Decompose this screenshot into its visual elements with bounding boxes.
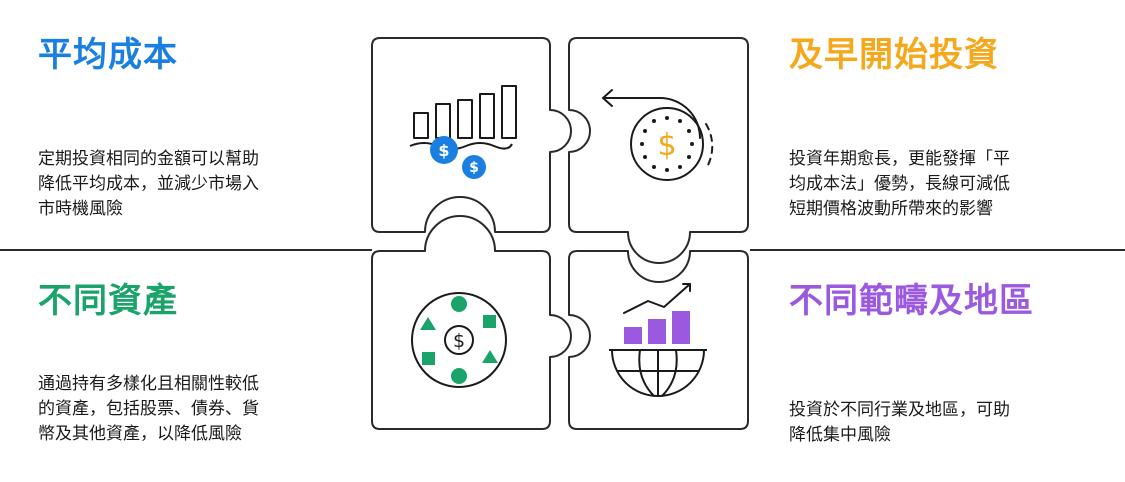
desc-line: 定期投資相同的金額可以幫助 bbox=[38, 149, 259, 169]
globe-growth-icon bbox=[609, 283, 707, 397]
clock-dots-icon bbox=[640, 116, 694, 172]
puzzle-piece-bottom-right bbox=[568, 250, 749, 430]
desc-average-cost: 定期投資相同的金額可以幫助 降低平均成本，並減少市場入 市時機風險 bbox=[38, 147, 259, 222]
desc-line: 幣及其他資產，以降低風險 bbox=[38, 424, 242, 444]
desc-invest-early: 投資年期愈長，更能發揮「平 均成本法」優勢，長線可減低 短期價格波動所帶來的影響 bbox=[789, 147, 1010, 222]
desc-line: 市時機風險 bbox=[38, 199, 123, 219]
svg-text:$: $ bbox=[453, 330, 465, 352]
desc-line: 投資於不同行業及地區，可助 bbox=[789, 400, 1010, 420]
diversified-assets-icon: $ bbox=[411, 292, 507, 388]
svg-text:$: $ bbox=[469, 160, 479, 176]
desc-different-assets: 通過持有多樣化且相關性較低 的資產，包括股票、債券、貨 幣及其他資產，以降低風險 bbox=[38, 372, 259, 447]
svg-text:$: $ bbox=[438, 141, 449, 160]
title-different-assets: 不同資產 bbox=[38, 281, 178, 321]
right-divider-line bbox=[750, 249, 1125, 251]
dollar-sign-icon: $ bbox=[657, 128, 676, 163]
desc-sectors-regions: 投資於不同行業及地區，可助 降低集中風險 bbox=[789, 398, 1010, 448]
puzzle-piece-top-right bbox=[568, 37, 749, 264]
title-average-cost: 平均成本 bbox=[38, 35, 178, 75]
coin-icon: $ $ bbox=[430, 136, 486, 179]
title-sectors-regions: 不同範疇及地區 bbox=[789, 281, 1034, 321]
left-divider-line bbox=[0, 249, 372, 251]
desc-line: 降低平均成本，並減少市場入 bbox=[38, 174, 259, 194]
desc-line: 的資產，包括股票、債券、貨 bbox=[38, 399, 259, 419]
title-invest-early: 及早開始投資 bbox=[789, 35, 999, 75]
desc-line: 降低集中風險 bbox=[789, 425, 891, 445]
desc-line: 均成本法」優勢，長線可減低 bbox=[789, 174, 1010, 194]
desc-line: 短期價格波動所帶來的影響 bbox=[789, 199, 993, 219]
puzzle-piece-top-left bbox=[371, 37, 572, 233]
desc-line: 通過持有多樣化且相關性較低 bbox=[38, 374, 259, 394]
desc-line: 投資年期愈長，更能發揮「平 bbox=[789, 149, 1010, 169]
bar-chart-coins-icon bbox=[409, 85, 517, 150]
puzzle-piece-bottom-left bbox=[371, 215, 572, 430]
dollar-clock-icon bbox=[601, 89, 714, 181]
